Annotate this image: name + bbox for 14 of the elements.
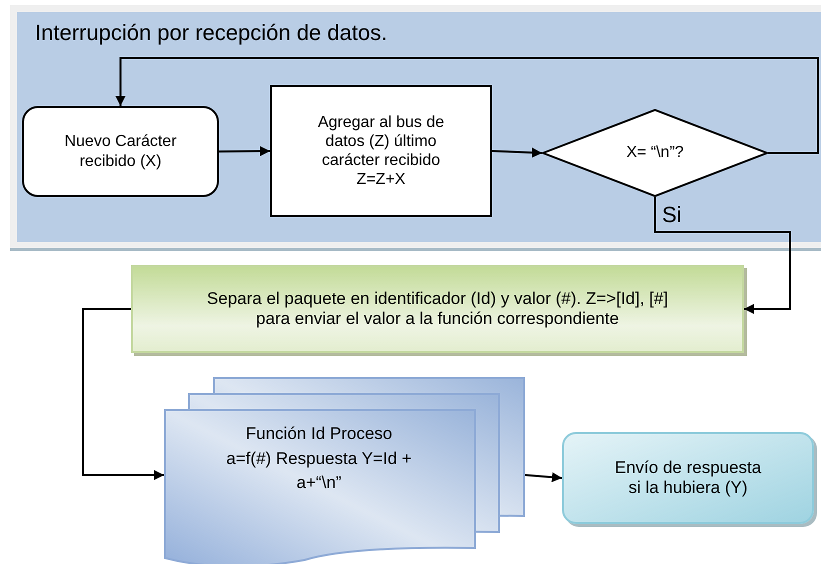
group-panel: [17, 12, 821, 242]
start-box: [22, 106, 219, 197]
node-text: Envío de respuesta si la hubiera (Y): [614, 458, 762, 498]
node-text: Agregar al bus de datos (Z) último carácter recibido Z=Z+X: [316, 112, 446, 190]
output-box: [562, 432, 814, 524]
process-box: [131, 265, 744, 353]
node-text: Nuevo Carácter recibido (X): [63, 132, 178, 171]
node-text: Función Id Proceso a=f(#) Respuesta Y=Id + a+“\n”: [225, 423, 413, 494]
node-text: X= “\n”?: [625, 143, 685, 163]
node-text: Separa el paquete en identificador (Id) y valor (#). Z=>[Id], [#] para enviar el valor a la función correspondiente: [206, 288, 670, 330]
process-box: [270, 85, 492, 217]
decision-diamond: [542, 109, 768, 197]
multi-document-shape: [164, 377, 525, 564]
panel-heading: Interrupción por recepción de datos.: [35, 20, 388, 46]
